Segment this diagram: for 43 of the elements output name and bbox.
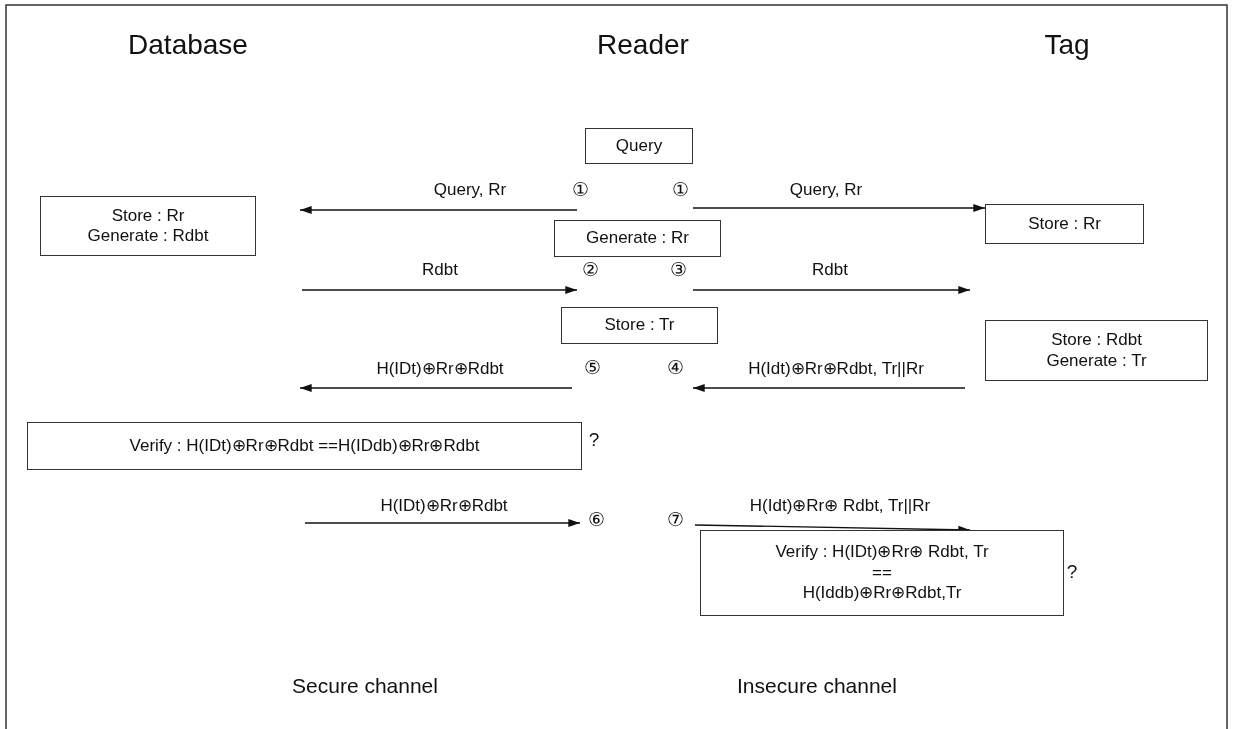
step-number: ④ bbox=[656, 357, 694, 388]
box-text: Store : Tr bbox=[604, 315, 675, 336]
step-number: ① bbox=[568, 179, 592, 210]
box-text: Store : Rr bbox=[1028, 213, 1101, 235]
process-box bbox=[985, 204, 1144, 244]
arrow bbox=[692, 285, 971, 295]
box-text: Store : Rdbt bbox=[1051, 330, 1142, 351]
arrow bbox=[299, 205, 578, 215]
box-text: Store : Rr bbox=[111, 205, 185, 226]
box-text: Query bbox=[615, 135, 663, 157]
box-text: Verify : H(IDt)⊕Rr⊕Rdbt ==H(IDdb)⊕Rr⊕Rdbt bbox=[129, 435, 480, 457]
process-box bbox=[40, 196, 256, 256]
box-text: Generate : Tr bbox=[1046, 350, 1147, 371]
arrow bbox=[692, 203, 986, 213]
channel-label: Secure channel bbox=[292, 674, 438, 698]
column-heading: Tag bbox=[1044, 29, 1090, 61]
channel-label: Insecure channel bbox=[737, 674, 897, 698]
step-number: ③ bbox=[662, 259, 694, 290]
question-mark: ? bbox=[588, 429, 600, 451]
arrow bbox=[301, 285, 578, 295]
edge-label: Query, Rr bbox=[787, 180, 865, 200]
box-text: Generate : Rdbt bbox=[87, 226, 209, 247]
step-number: ① bbox=[666, 179, 694, 208]
process-box bbox=[554, 220, 721, 257]
arrow bbox=[304, 518, 581, 528]
step-number: ② bbox=[576, 259, 604, 290]
arrow bbox=[692, 383, 966, 393]
box-text: H(Iddb)⊕Rr⊕Rdbt,Tr bbox=[802, 583, 962, 604]
process-box bbox=[27, 422, 582, 470]
step-number: ⑦ bbox=[654, 509, 696, 525]
process-box bbox=[985, 320, 1208, 381]
box-text: Generate : Rr bbox=[586, 228, 689, 249]
column-heading: Reader bbox=[597, 29, 689, 61]
process-box bbox=[700, 530, 1064, 616]
edge-label: Query, Rr bbox=[431, 180, 509, 200]
step-number: ⑤ bbox=[571, 357, 613, 388]
column-heading: Database bbox=[128, 29, 248, 61]
process-box bbox=[585, 128, 693, 164]
arrow bbox=[299, 383, 573, 393]
question-mark: ? bbox=[1066, 561, 1078, 583]
box-text: == bbox=[872, 562, 892, 584]
process-box bbox=[561, 307, 718, 344]
box-text: Verify : H(IDt)⊕Rr⊕ Rdbt, Tr bbox=[775, 542, 989, 563]
